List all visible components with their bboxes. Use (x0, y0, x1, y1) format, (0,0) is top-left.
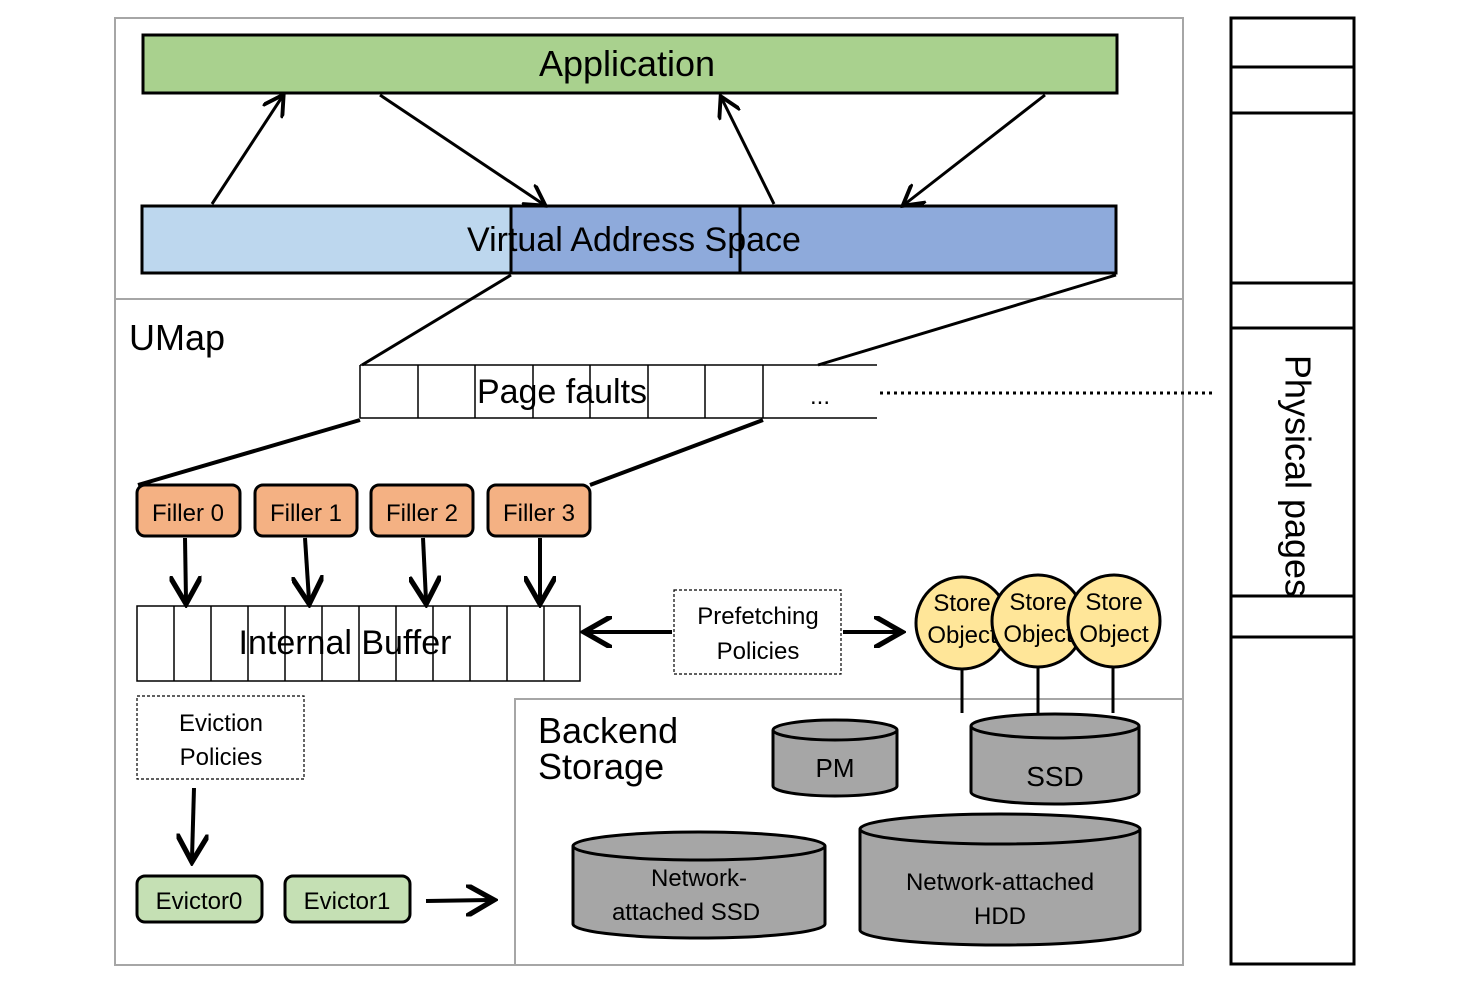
ssd-label: SSD (1026, 761, 1084, 792)
eviction-to-evictor-arrow (192, 787, 194, 858)
network-hdd-line2: HDD (974, 903, 1026, 930)
vas-to-page-faults-lines (361, 273, 1117, 367)
network-ssd-line1: Network- (651, 865, 747, 892)
store-object-0: Store Object (914, 575, 1010, 671)
prefetching-policies-line2: Policies (717, 638, 800, 665)
virtual-address-space-label: Virtual Address Space (467, 221, 801, 259)
network-ssd-disk: Network- attached SSD (571, 830, 827, 940)
umap-label: UMap (129, 317, 225, 358)
evictor-0-label: Evictor0 (156, 888, 243, 915)
evictor-0: Evictor0 (135, 874, 264, 924)
store-object-stems (960, 665, 1115, 713)
internal-buffer (136, 605, 581, 682)
prefetching-policies: Prefetching Policies (673, 589, 842, 675)
pm-disk: PM (771, 718, 899, 798)
filler-2-label: Filler 2 (386, 500, 458, 527)
filler-0-label: Filler 0 (152, 500, 224, 527)
application-label: Application (539, 43, 715, 84)
store-object-2-line2: Object (1079, 621, 1149, 648)
filler-1: Filler 1 (253, 483, 359, 538)
evictor-1-label: Evictor1 (304, 888, 391, 915)
eviction-policies: Eviction Policies (136, 695, 305, 780)
physical-pages-label: Physical pages (1277, 355, 1318, 597)
pm-label: PM (816, 753, 855, 783)
application-box: Application (141, 33, 1119, 95)
store-object-0-line2: Object (927, 622, 997, 649)
page-faults-ellipsis: ... (810, 383, 830, 410)
evictor-1: Evictor1 (283, 874, 412, 924)
network-ssd-line2: attached SSD (612, 899, 760, 926)
store-object-1: Store Object (990, 573, 1086, 669)
store-object-1-line1: Store (1009, 589, 1066, 616)
page-faults-to-fillers-lines (137, 418, 764, 487)
network-hdd-disk: Network-attached HDD (858, 812, 1142, 947)
page-faults-label: Page faults (477, 373, 647, 411)
network-hdd-line1: Network-attached (906, 869, 1094, 896)
filler-to-buffer-arrows (185, 537, 540, 600)
store-object-0-line1: Store (933, 590, 990, 617)
backend-storage-frame (514, 698, 1184, 966)
app-vas-arrows (210, 95, 1046, 204)
prefetching-policies-line1: Prefetching (697, 603, 818, 630)
virtual-address-space: Virtual Address Space (140, 204, 1118, 275)
store-object-2-line1: Store (1085, 589, 1142, 616)
filler-3-label: Filler 3 (503, 500, 575, 527)
internal-buffer-label: Internal Buffer (239, 624, 452, 662)
backend-storage-line1: Backend (538, 710, 678, 751)
filler-1-label: Filler 1 (270, 500, 342, 527)
ssd-disk: SSD (969, 712, 1141, 806)
filler-2: Filler 2 (369, 483, 475, 538)
eviction-policies-line1: Eviction (179, 710, 263, 737)
filler-0: Filler 0 (135, 483, 242, 538)
backend-storage-line2: Storage (538, 746, 664, 787)
physical-pages-column (1229, 16, 1356, 966)
eviction-policies-line2: Policies (180, 744, 263, 771)
filler-3: Filler 3 (486, 483, 592, 538)
evictor-to-storage-arrow (425, 900, 490, 901)
page-faults-queue (359, 364, 877, 419)
store-object-2: Store Object (1066, 573, 1162, 669)
store-object-1-line2: Object (1003, 621, 1073, 648)
